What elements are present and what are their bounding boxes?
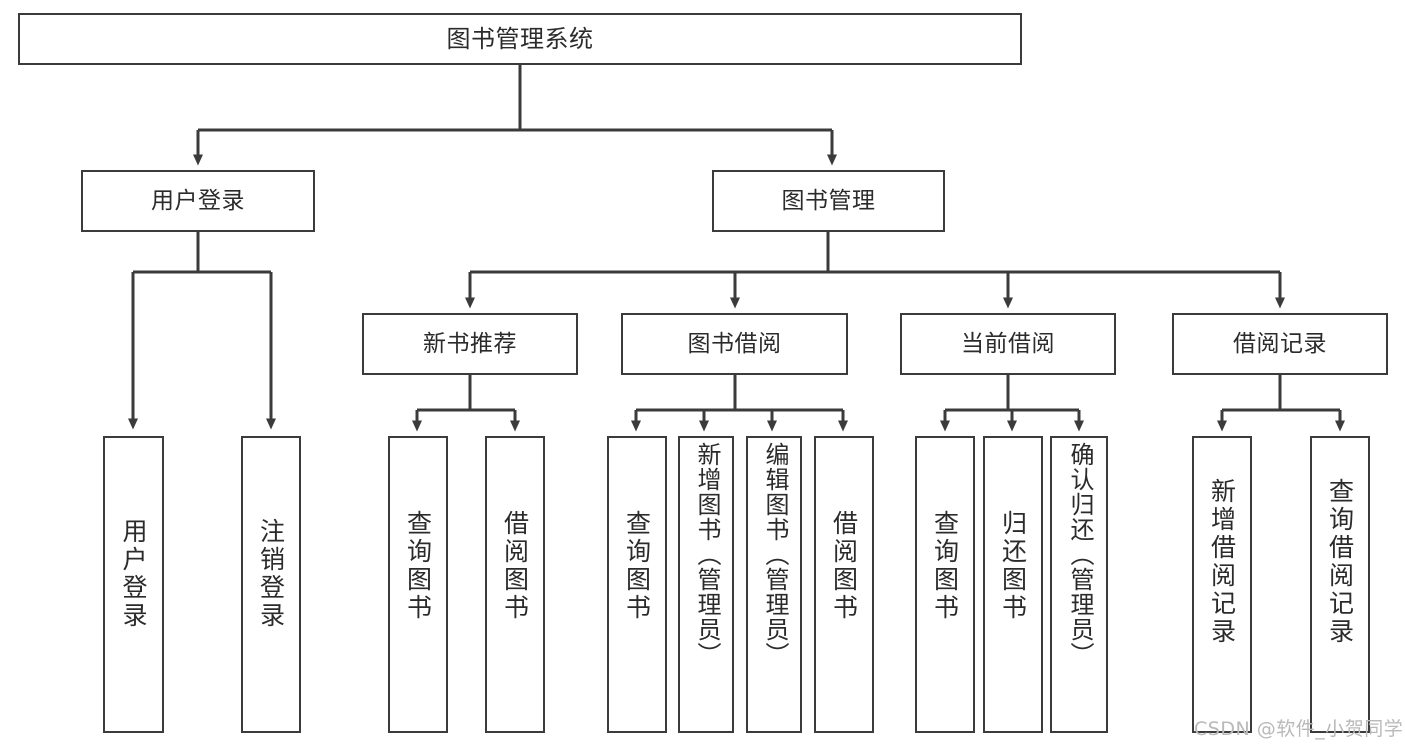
- node-book-borrow-label: 图书借阅: [687, 330, 782, 357]
- node-leaf-borrow-book-1[interactable]: 借阅图书: [485, 436, 545, 733]
- node-current-borrow[interactable]: 当前借阅: [900, 313, 1116, 375]
- node-leaf-add-record-label: 新增借阅记录: [1207, 478, 1237, 646]
- node-leaf-borrow-book-1-label: 借阅图书: [500, 510, 530, 622]
- node-leaf-borrow-book-2[interactable]: 借阅图书: [814, 436, 874, 733]
- node-leaf-query-record-label: 查询借阅记录: [1325, 478, 1355, 646]
- node-leaf-add-record[interactable]: 新增借阅记录: [1192, 436, 1252, 733]
- node-leaf-query-book-2[interactable]: 查询图书: [607, 436, 667, 733]
- node-root-label: 图书管理系统: [446, 25, 594, 53]
- node-leaf-query-book-2-label: 查询图书: [622, 510, 652, 622]
- node-leaf-return-book[interactable]: 归还图书: [983, 436, 1043, 733]
- node-current-borrow-label: 当前借阅: [961, 330, 1055, 357]
- node-book-borrow[interactable]: 图书借阅: [621, 313, 848, 375]
- node-leaf-query-book-3[interactable]: 查询图书: [915, 436, 975, 733]
- node-leaf-user-login[interactable]: 用户登录: [103, 436, 164, 733]
- node-leaf-confirm-return-label: 确认归还（管理员）: [1065, 442, 1094, 667]
- node-leaf-edit-book-label: 编辑图书（管理员）: [760, 442, 789, 667]
- node-leaf-query-book-3-label: 查询图书: [930, 510, 960, 622]
- node-leaf-query-record[interactable]: 查询借阅记录: [1310, 436, 1370, 733]
- node-leaf-logout-label: 注销登录: [256, 518, 286, 630]
- node-borrow-record-label: 借阅记录: [1233, 330, 1327, 357]
- node-borrow-record[interactable]: 借阅记录: [1172, 313, 1388, 375]
- node-leaf-return-book-label: 归还图书: [998, 510, 1028, 622]
- node-user-login-label: 用户登录: [151, 187, 245, 214]
- node-leaf-user-login-label: 用户登录: [119, 518, 148, 630]
- node-book-management[interactable]: 图书管理: [712, 170, 945, 232]
- node-leaf-logout[interactable]: 注销登录: [241, 436, 301, 733]
- node-leaf-query-book-1-label: 查询图书: [403, 510, 433, 622]
- node-user-login[interactable]: 用户登录: [81, 170, 315, 232]
- node-leaf-confirm-return[interactable]: 确认归还（管理员）: [1050, 436, 1108, 733]
- node-new-book-recommend-label: 新书推荐: [423, 330, 517, 357]
- node-root[interactable]: 图书管理系统: [18, 13, 1022, 65]
- csdn-watermark: CSDN @软件_小贺同学: [1194, 718, 1404, 740]
- node-new-book-recommend[interactable]: 新书推荐: [362, 313, 578, 375]
- node-leaf-edit-book[interactable]: 编辑图书（管理员）: [746, 436, 802, 733]
- node-leaf-query-book-1[interactable]: 查询图书: [388, 436, 448, 733]
- node-leaf-add-book[interactable]: 新增图书（管理员）: [678, 436, 734, 733]
- node-leaf-add-book-label: 新增图书（管理员）: [692, 442, 721, 667]
- node-leaf-borrow-book-2-label: 借阅图书: [829, 510, 859, 622]
- node-book-management-label: 图书管理: [781, 187, 876, 214]
